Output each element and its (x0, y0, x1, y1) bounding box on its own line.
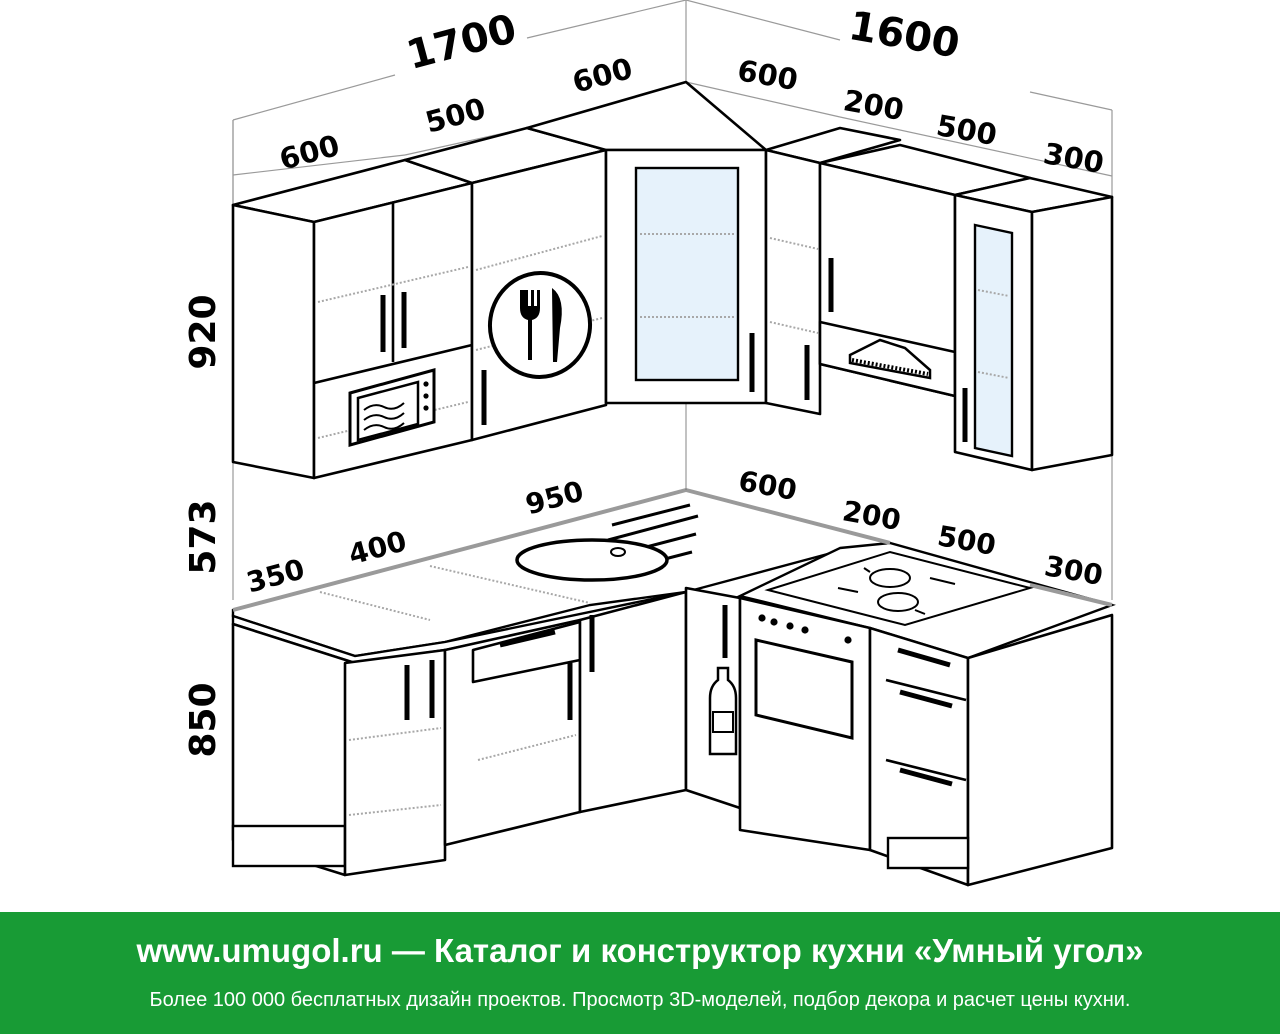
plate-fork-knife-icon (487, 271, 593, 379)
dim-upper-left-total: 1700 (402, 6, 521, 79)
range-hood-icon (848, 338, 932, 380)
dim-lower-left-2: 950 (522, 474, 587, 521)
promo-banner: www.umugol.ru — Каталог и конструктор ку… (0, 912, 1280, 1034)
sink-icon (515, 538, 669, 582)
dim-upper-right-0: 600 (735, 53, 801, 97)
dim-upper-right-3: 300 (1041, 136, 1107, 180)
dim-upper-left-0: 600 (276, 128, 343, 177)
upper-cabinet-200 (764, 126, 902, 416)
lower-drawer-cabinet (868, 613, 1114, 887)
dim-height-lower: 850 (183, 682, 224, 757)
banner-title[interactable]: www.umugol.ru — Каталог и конструктор ку… (136, 932, 1144, 969)
dim-height-upper: 920 (183, 294, 224, 369)
dim-lower-right-0: 600 (736, 464, 799, 507)
dim-upper-left-1: 500 (422, 91, 489, 140)
dim-lower-right-3: 300 (1042, 549, 1105, 592)
upper-glass-cabinet-300 (953, 176, 1114, 472)
dim-upper-right-total: 1600 (845, 3, 963, 68)
dim-upper-right-2: 500 (934, 108, 1000, 152)
dim-upper-left-2: 600 (569, 51, 636, 100)
bottle-icon (708, 666, 738, 756)
gas-hob-icon (764, 550, 1034, 627)
kitchen-diagram: 1700 1600 600 500 600 600 200 500 300 92… (183, 0, 1116, 887)
banner-subtitle: Более 100 000 бесплатных дизайн проектов… (149, 989, 1131, 1011)
dim-lower-right-2: 500 (935, 519, 998, 562)
dim-height-gap: 573 (183, 499, 224, 574)
lower-end-cabinet (231, 622, 447, 877)
oven-cabinet (738, 596, 872, 852)
upper-corner-glass-cabinet (525, 80, 768, 405)
microwave-icon (348, 368, 436, 447)
dim-upper-right-1: 200 (841, 83, 907, 127)
lower-sink-cabinet (443, 590, 688, 847)
